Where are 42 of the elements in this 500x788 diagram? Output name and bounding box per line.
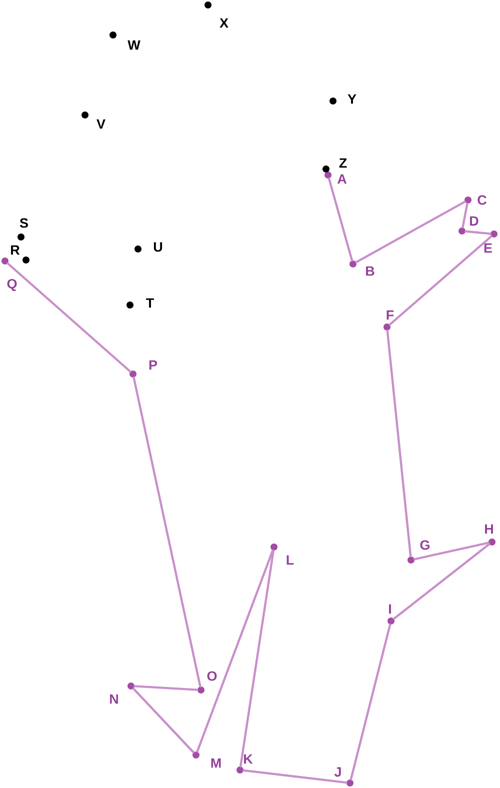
- point-label: E: [484, 243, 492, 253]
- line: [388, 235, 492, 326]
- line: [386, 330, 412, 558]
- line: [239, 550, 275, 768]
- point-label: D: [470, 216, 478, 226]
- point-label: V: [96, 119, 106, 129]
- point-label: R: [11, 245, 20, 255]
- point-label: Z: [339, 158, 347, 168]
- line: [328, 177, 354, 262]
- point-label: C: [478, 195, 486, 205]
- line: [464, 230, 492, 235]
- point-label: O: [207, 671, 217, 681]
- line: [350, 624, 392, 781]
- point-label: T: [146, 298, 154, 308]
- line: [6, 262, 132, 373]
- point-label: K: [244, 754, 253, 764]
- point-label: X: [220, 18, 228, 28]
- point-label: P: [149, 360, 158, 370]
- point-label: G: [420, 540, 430, 550]
- point-label: N: [110, 694, 118, 704]
- point-label: W: [128, 40, 140, 50]
- line: [392, 543, 490, 620]
- point-label: M: [211, 758, 221, 768]
- point-label: I: [389, 604, 391, 614]
- point-label: J: [334, 767, 341, 777]
- point-label: S: [20, 218, 28, 228]
- line: [132, 688, 195, 754]
- point-label: U: [154, 242, 162, 252]
- line: [355, 200, 466, 264]
- line: [134, 685, 198, 691]
- point-label: H: [485, 524, 493, 534]
- point-label: B: [366, 266, 374, 276]
- line: [242, 769, 348, 784]
- point-label: A: [337, 174, 347, 184]
- line: [462, 202, 468, 228]
- point-label: L: [286, 555, 294, 565]
- point-label: Y: [348, 94, 356, 104]
- line: [414, 542, 490, 560]
- point-label: F: [386, 310, 394, 320]
- line: [132, 376, 202, 688]
- line: [196, 549, 274, 753]
- point-label: Q: [7, 278, 17, 292]
